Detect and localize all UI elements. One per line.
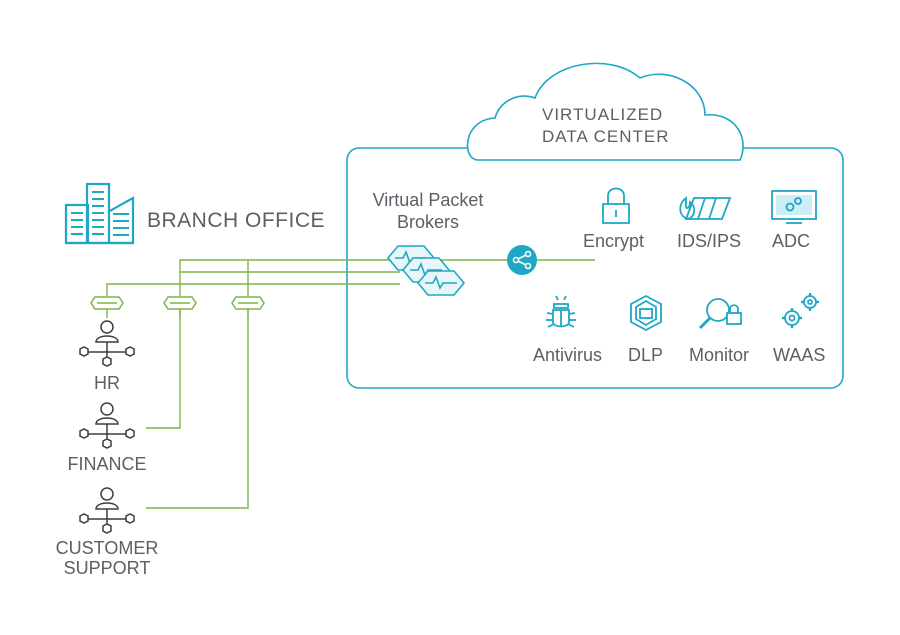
- service-adc-label: ADC: [772, 231, 811, 251]
- hr-link: [106, 283, 400, 297]
- tap-device-support[interactable]: [231, 296, 265, 310]
- user-group-support-icon: [79, 487, 135, 534]
- group-finance-label: FINANCE: [67, 454, 147, 474]
- service-antivirus-label: Antivirus: [533, 345, 603, 365]
- building-icon: [64, 182, 135, 245]
- packet-brokers-line2: Brokers: [396, 212, 459, 232]
- service-waas-label: WAAS: [773, 345, 826, 365]
- tap-stems: [106, 309, 249, 318]
- tap-device-hr[interactable]: [90, 296, 124, 310]
- firewall-icon: [679, 196, 732, 220]
- tap-device-finance[interactable]: [163, 296, 197, 310]
- lock-icon: [602, 187, 630, 224]
- magnifier-lock-icon: [698, 298, 742, 330]
- support-link: [146, 260, 249, 509]
- bug-icon: [546, 295, 576, 328]
- service-dlp-label: DLP: [628, 345, 664, 365]
- user-group-finance-icon: [79, 402, 135, 449]
- service-monitor-label: Monitor: [689, 345, 750, 365]
- share-icon[interactable]: [507, 245, 537, 275]
- group-support-label-line2: SUPPORT: [63, 558, 151, 578]
- datacenter-title-line2: DATA CENTER: [542, 127, 670, 146]
- user-group-hr-icon: [79, 320, 135, 367]
- packet-broker-icon[interactable]: [386, 245, 466, 296]
- group-hr-label: HR: [94, 373, 120, 393]
- branch-office-title: BRANCH OFFICE: [147, 209, 326, 232]
- datacenter-title-line1: VIRTUALIZED: [542, 105, 664, 124]
- gears-icon: [782, 293, 819, 328]
- group-support-label-line1: CUSTOMER: [55, 538, 159, 558]
- dlp-shield-icon: [630, 294, 662, 332]
- adc-monitor-icon: [771, 190, 817, 224]
- service-ids-ips-label: IDS/IPS: [677, 231, 742, 251]
- service-encrypt-label: Encrypt: [583, 231, 645, 251]
- packet-brokers-line1: Virtual Packet: [372, 190, 484, 210]
- finance-link: [146, 259, 595, 429]
- connection-lines: [106, 259, 595, 509]
- cloud-shape: [466, 62, 744, 161]
